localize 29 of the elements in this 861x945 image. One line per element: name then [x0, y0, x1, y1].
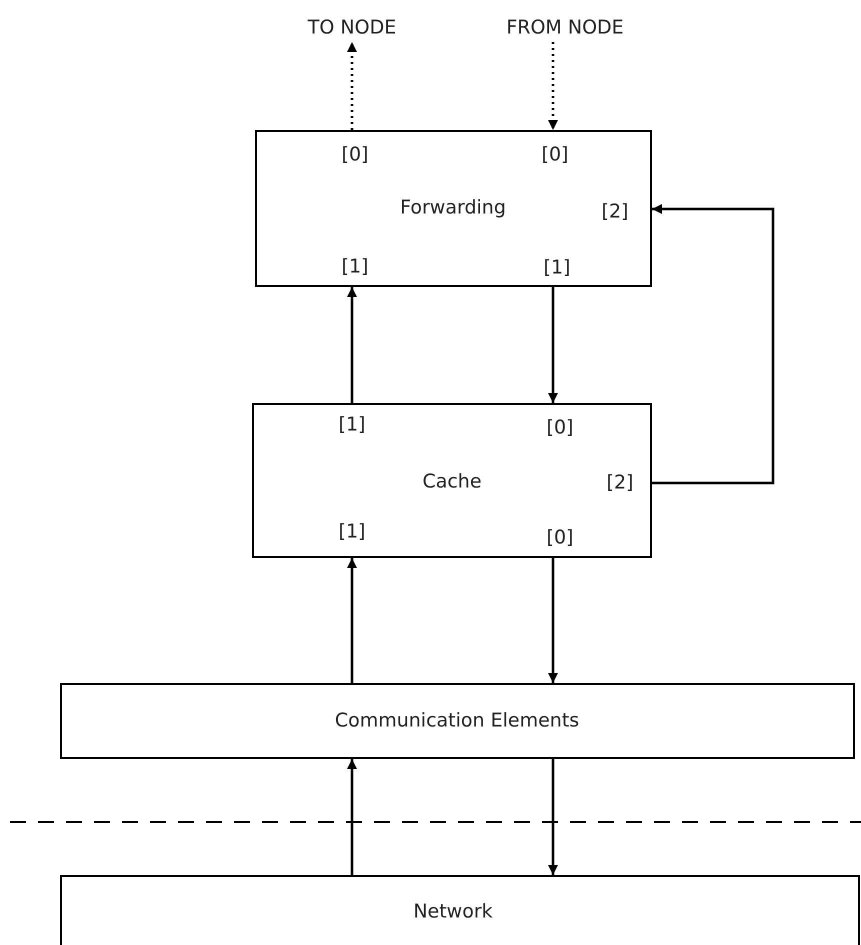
arrow — [548, 287, 558, 403]
node-label: Network — [413, 902, 493, 922]
node-label: Forwarding — [400, 198, 506, 218]
process-box — [60, 875, 860, 945]
arrow — [652, 204, 774, 484]
arrow — [548, 558, 558, 683]
process-box — [60, 683, 855, 759]
port-label: [0] — [542, 146, 568, 164]
port-label: [1] — [338, 416, 366, 434]
node-label: Communication Elements — [334, 712, 580, 730]
process-box — [252, 403, 652, 558]
arrow — [347, 558, 357, 683]
arrow — [347, 759, 357, 875]
process-box — [255, 130, 652, 287]
port-label: [2] — [606, 474, 634, 492]
port-label: [2] — [602, 202, 628, 222]
port-label: [0] — [342, 146, 368, 164]
port-label: [1] — [342, 258, 368, 276]
node-label: Cache — [422, 472, 482, 492]
port-label: [1] — [338, 522, 366, 542]
arrow — [548, 759, 558, 875]
node-label: FROM NODE — [506, 18, 624, 38]
arrow — [347, 42, 357, 130]
port-label: [0] — [546, 528, 574, 548]
node-label: TO NODE — [308, 18, 396, 38]
arrow — [347, 287, 357, 403]
port-label: [1] — [544, 258, 570, 278]
arrow — [548, 42, 558, 130]
port-label: [0] — [546, 418, 574, 438]
